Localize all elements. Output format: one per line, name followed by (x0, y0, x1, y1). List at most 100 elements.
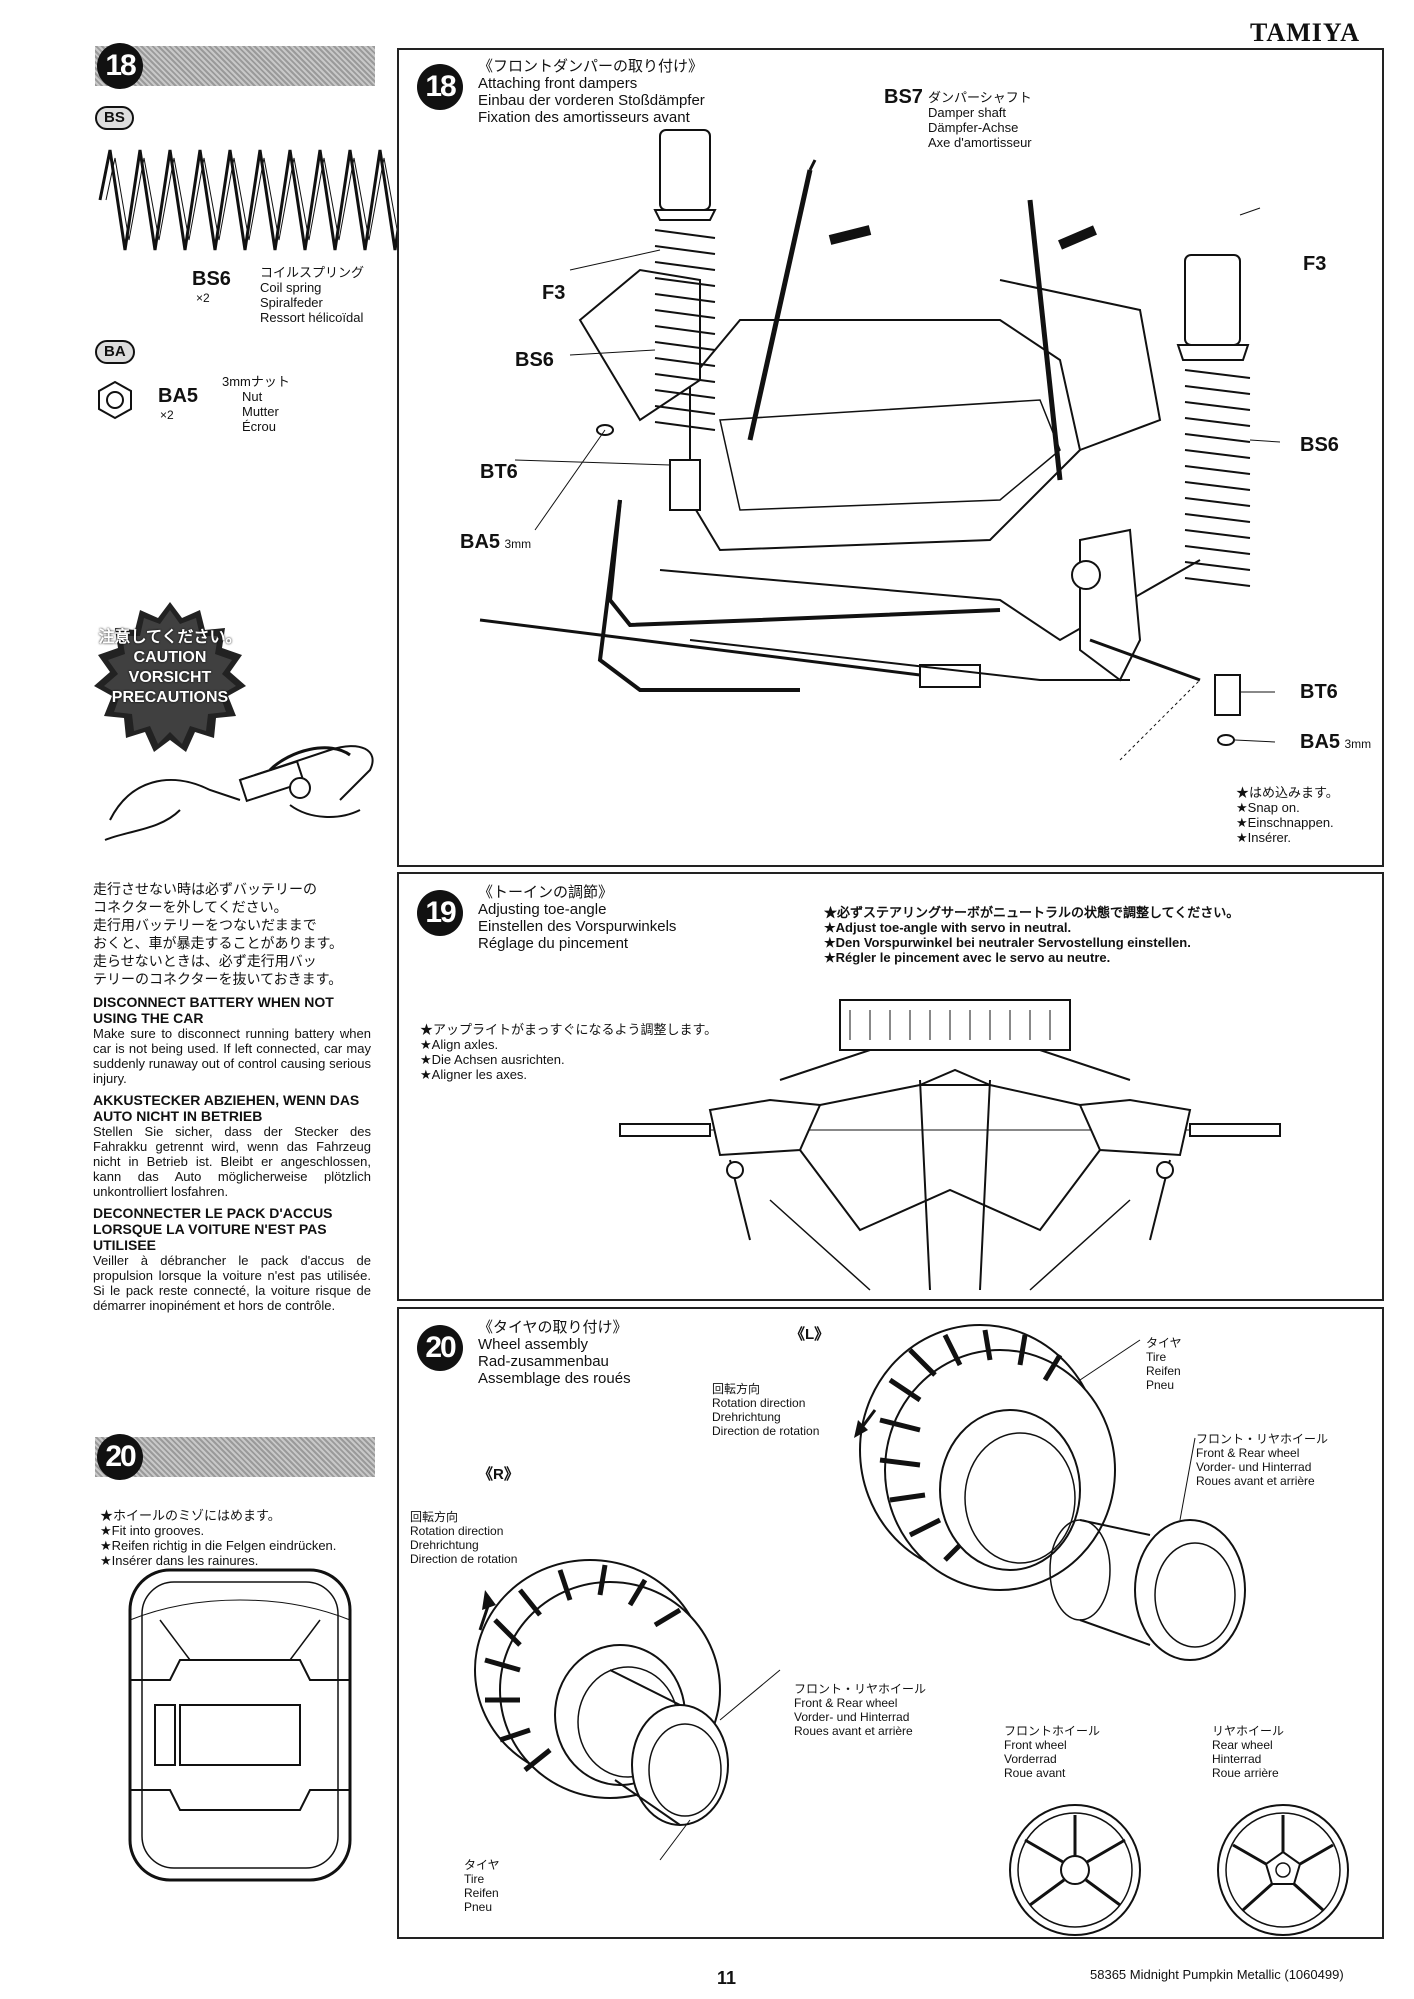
servo-note-jp: ★必ずステアリングサーボがニュートラルの状態で調整してください。 (824, 905, 1240, 920)
step18-title-block: 《フロントダンパーの取り付け》 Attaching front dampers … (478, 58, 705, 126)
rotation-l-de: Drehrichtung (712, 1410, 781, 1424)
servo-note-de: ★Den Vorspurwinkel bei neutraler Servost… (824, 935, 1191, 950)
right-side-label: 《R》 (478, 1466, 519, 1483)
front-wheel-de: Vorderrad (1004, 1752, 1057, 1766)
warn-jp-3: 走行用バッテリーをつないだままで (93, 917, 317, 933)
rotation-r-fr: Direction de rotation (410, 1552, 518, 1566)
rotation-r-jp: 回転方向 (410, 1510, 459, 1524)
front-damper-assembly-illustration (479, 129, 1281, 761)
rear-wheel-de: Hinterrad (1212, 1752, 1262, 1766)
battery-warning: 走行させない時は必ずバッテリーの コネクターを外してください。 走行用バッテリー… (93, 880, 371, 1313)
front-wheel-en: Front wheel (1004, 1738, 1067, 1752)
warn-jp-4: おくと、車が暴走することがあります。 (93, 935, 344, 951)
snap-note-jp: ★はめ込みます。 (1236, 785, 1339, 800)
toe-angle-illustration (619, 999, 1281, 1291)
tire-l-fr: Pneu (1146, 1378, 1175, 1392)
bag-bs-tag: BS (95, 106, 134, 130)
tire-r-illustration (474, 1559, 781, 1861)
snap-note-fr: ★Insérer. (1236, 830, 1292, 845)
tire-l-illustration (854, 1324, 1246, 1661)
bs6-name-jp: コイルスプリング (260, 265, 365, 280)
axle-notes: ★アップライトがまっすぐになるよう調整します。 ★Align axles. ★D… (420, 1022, 717, 1082)
bs6-name-de: Spiralfeder (260, 295, 323, 310)
bt6-label-right: BT6 (1300, 681, 1338, 703)
tire-r-de: Reifen (464, 1886, 499, 1900)
step18-title-de: Einbau der vorderen Stoßdämpfer (478, 92, 705, 109)
snap-note-en: ★Snap on. (1236, 800, 1300, 815)
ba5-name-fr: Écrou (242, 419, 276, 434)
ba5-names: 3mmナット Nut Mutter Écrou (222, 374, 290, 434)
wheel-cross-section-illustration (128, 1568, 352, 1882)
fr-wheel-r-fr: Roues avant et arrière (794, 1724, 913, 1738)
caution-de: VORSICHT (128, 669, 212, 686)
bt6-label-left: BT6 (480, 461, 518, 483)
step18-title-jp: 《フロントダンパーの取り付け》 (478, 58, 704, 75)
ba5-label-right: BA5 3mm (1300, 731, 1371, 754)
rear-wheel-face-illustration (1217, 1804, 1349, 1936)
step19-panel (397, 872, 1384, 1301)
warn-de-heading: AKKUSTECKER ABZIEHEN, WENN DAS AUTO NICH… (93, 1092, 360, 1124)
bs7-name-fr: Axe d'amortisseur (928, 135, 1032, 150)
rotation-r-en: Rotation direction (410, 1524, 504, 1538)
tire-label-l: タイヤ Tire Reifen Pneu (1146, 1336, 1182, 1392)
caution-en: CAUTION (133, 649, 207, 666)
rotation-label-r: 回転方向 Rotation direction Drehrichtung Dir… (410, 1510, 517, 1566)
groove-note-jp: ★ホイールのミゾにはめます。 (100, 1508, 281, 1523)
warn-en-heading: DISCONNECT BATTERY WHEN NOT USING THE CA… (93, 994, 334, 1026)
tire-label-r: タイヤ Tire Reifen Pneu (464, 1858, 500, 1914)
groove-notes: ★ホイールのミゾにはめます。 ★Fit into grooves. ★Reife… (100, 1508, 336, 1568)
ba5-qty: ×2 (160, 408, 174, 422)
battery-connector-illustration (104, 745, 374, 841)
front-wheel-fr: Roue avant (1004, 1766, 1066, 1780)
tire-l-jp: タイヤ (1146, 1336, 1182, 1350)
ba5-name-en: Nut (242, 389, 263, 404)
ba5-label-left-code: BA5 (460, 531, 501, 553)
step19-title-en: Adjusting toe-angle (478, 901, 607, 918)
rear-wheel-fr: Roue arrière (1212, 1766, 1279, 1780)
ba5-name-jp: 3mmナット (222, 374, 290, 389)
ba5-label-left-size: 3mm (504, 537, 532, 551)
rear-wheel-en: Rear wheel (1212, 1738, 1273, 1752)
fr-wheel-l-jp: フロント・リヤホイール (1196, 1432, 1329, 1446)
caution-jp: 注意してください。 (98, 629, 242, 646)
rotation-label-l: 回転方向 Rotation direction Drehrichtung Dir… (712, 1382, 819, 1438)
snap-notes: ★はめ込みます。 ★Snap on. ★Einschnappen. ★Insér… (1236, 785, 1339, 845)
bs6-qty: ×2 (196, 291, 210, 305)
rotation-r-de: Drehrichtung (410, 1538, 479, 1552)
warn-jp-5: 走らせないときは、必ず走行用バッ (93, 953, 317, 969)
tire-r-en: Tire (464, 1872, 485, 1886)
step18-title-en: Attaching front dampers (478, 75, 638, 92)
warn-jp-1: 走行させない時は必ずバッテリーの (93, 881, 317, 897)
left-side-label: 《L》 (790, 1326, 830, 1343)
front-wheel-jp: フロントホイール (1004, 1724, 1101, 1738)
step20-title-de: Rad-zusammenbau (478, 1353, 609, 1370)
axle-note-de: ★Die Achsen ausrichten. (420, 1052, 565, 1067)
caution-badge-icon (94, 602, 246, 752)
bag-ba-tag: BA (95, 340, 135, 364)
snap-note-de: ★Einschnappen. (1236, 815, 1334, 830)
page-number: 11 (717, 1968, 737, 1988)
step19-title-jp: 《トーインの調節》 (478, 884, 614, 901)
bs7-code: BS7 (884, 86, 923, 108)
axle-note-en: ★Align axles. (420, 1037, 499, 1052)
ba5-label-left: BA5 3mm (460, 531, 531, 554)
servo-notes: ★必ずステアリングサーボがニュートラルの状態で調整してください。 ★Adjust… (824, 905, 1239, 965)
bs6-label-right: BS6 (1300, 434, 1339, 456)
ba5-label-right-code: BA5 (1300, 731, 1341, 753)
front-wheel-face-illustration (1009, 1804, 1141, 1936)
step20-panel-number: 20 (417, 1325, 463, 1371)
bs6-label-left: BS6 (515, 349, 554, 371)
brand-logo: TAMIYA (1250, 18, 1361, 47)
ba5-label-right-size: 3mm (1344, 737, 1372, 751)
step18-number-badge: 18 (97, 43, 143, 89)
bs6-name-en: Coil spring (260, 280, 322, 295)
fr-wheel-label-r: フロント・リヤホイール Front & Rear wheel Vorder- u… (794, 1682, 926, 1738)
nut-icon (98, 380, 132, 420)
groove-note-de: ★Reifen richtig in die Felgen eindrücken… (100, 1538, 337, 1553)
caution-text: 注意してください。 CAUTION VORSICHT PRECAUTIONS (90, 628, 250, 708)
bs6-code: BS6 (192, 268, 231, 290)
front-wheel-label: フロントホイール Front wheel Vorderrad Roue avan… (1004, 1724, 1100, 1780)
rotation-l-fr: Direction de rotation (712, 1424, 820, 1438)
step20-title-en: Wheel assembly (478, 1336, 589, 1353)
axle-note-jp: ★アップライトがまっすぐになるよう調整します。 (420, 1022, 718, 1037)
